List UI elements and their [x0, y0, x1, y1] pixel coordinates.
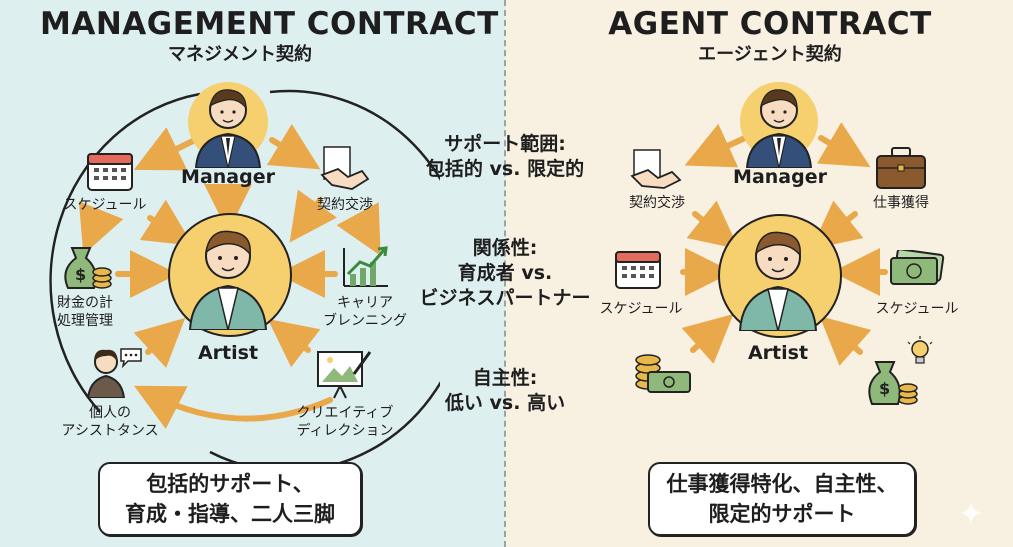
management-summary-box: 包括的サポート、 育成・指導、二人三脚: [98, 462, 362, 536]
briefcase-icon: [876, 147, 926, 189]
manager-figure-icon: [194, 89, 262, 168]
agent-manager-figure-icon: [745, 89, 813, 168]
sparkle-icon: [959, 501, 983, 525]
management-subtitle: マネジメント契約: [168, 44, 312, 65]
career-label-1: キャリア: [337, 295, 393, 311]
management-summary-line-2: 育成・指導、二人三脚: [125, 502, 335, 526]
management-cycle-ring: [49, 89, 440, 467]
svg-text:$: $: [75, 265, 86, 284]
autonomy-heading: 自主性:: [472, 367, 538, 389]
career-label-2: ブレンニング: [323, 313, 407, 329]
creative-label-2: ディレクション: [296, 423, 394, 439]
agent-title: AGENT CONTRACT: [608, 6, 932, 42]
artist-label: Artist: [197, 342, 259, 364]
agent-summary-line-2: 限定的サポート: [708, 502, 856, 526]
artist-figure-icon: [188, 230, 268, 330]
speech-bubble-icon: [120, 348, 142, 368]
contract-label: 契約交渉: [317, 197, 373, 213]
creative-label-1: クリエイティブ: [296, 405, 394, 421]
finance-label-1: 財金の計: [57, 295, 113, 311]
agent-calendar-icon: [615, 251, 661, 289]
job-acquisition-label: 仕事獲得: [873, 195, 929, 211]
agent-coins-cash-icon: [635, 354, 691, 393]
assistant-label-1: 個人の: [89, 405, 131, 421]
agent-handshake-icon: [630, 149, 682, 189]
agent-manager-label: Manager: [733, 166, 827, 188]
management-arrows: [78, 123, 381, 430]
management-title: MANAGEMENT CONTRACT: [40, 6, 499, 42]
agent-arrows: [680, 122, 888, 366]
cash-icon: [890, 250, 945, 285]
lightbulb-icon: [907, 336, 933, 364]
svg-text:$: $: [879, 379, 890, 398]
support-scope-heading: サポート範囲:: [444, 133, 566, 155]
calendar-icon: [87, 153, 133, 191]
agent-subtitle: エージェント契約: [698, 44, 842, 65]
finance-label-2: 処理管理: [57, 313, 113, 329]
assistant-person-icon: [86, 349, 126, 398]
money-bag-icon: $: [64, 247, 112, 289]
agent-contract-label: 契約交渉: [629, 195, 685, 211]
relationship-value-1: 育成者 vs.: [457, 262, 553, 284]
support-scope-value: 包括的 vs. 限定的: [425, 158, 585, 180]
autonomy-value: 低い vs. 高い: [444, 392, 566, 414]
assistant-label-2: アシストタンス: [61, 423, 159, 439]
management-summary-line-1: 包括的サポート、: [146, 472, 314, 496]
agent-schedule-label-right: スケジュール: [875, 301, 959, 317]
relationship-heading: 関係性:: [472, 237, 538, 259]
agent-summary-line-1: 仕事獲得特化、自主性、: [666, 472, 898, 496]
easel-icon: [317, 351, 372, 399]
agent-artist-label: Artist: [747, 342, 809, 364]
growth-chart-icon: [343, 246, 388, 287]
schedule-label: スケジュール: [63, 197, 147, 213]
agent-money-bag-icon: $: [868, 361, 918, 405]
relationship-value-2: ビジネスパートナー: [419, 287, 591, 309]
center-divider: [504, 0, 506, 547]
agent-artist-figure-icon: [738, 231, 818, 331]
manager-label: Manager: [181, 166, 275, 188]
handshake-icon: [320, 146, 370, 190]
agent-summary-box: 仕事獲得特化、自主性、 限定的サポート: [648, 462, 916, 536]
agent-schedule-label-left: スケジュール: [599, 301, 683, 317]
